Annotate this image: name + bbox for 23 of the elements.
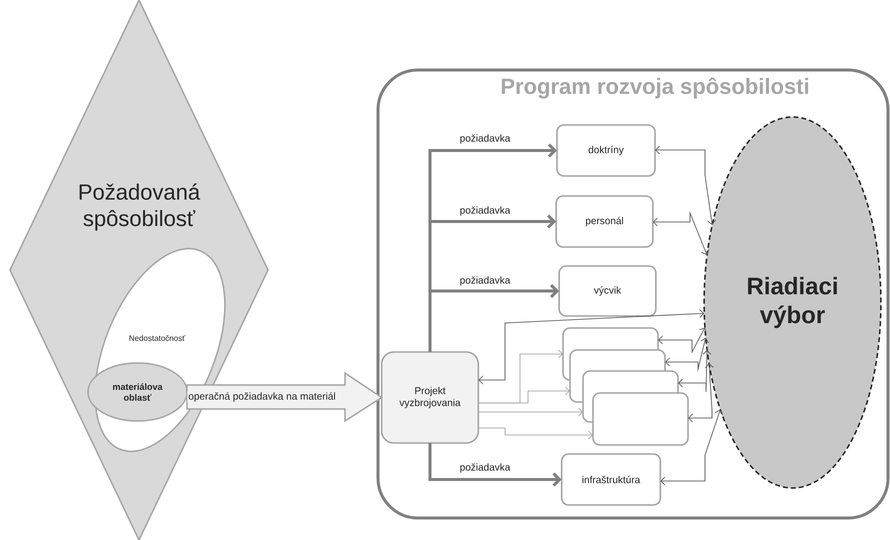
arrow: [478, 408, 584, 416]
process-box: Projekt vyzbrojovania: [380, 351, 480, 444]
arrow: [428, 284, 560, 352]
empty-box: [592, 392, 689, 446]
arrow: [478, 386, 570, 404]
double-arrow: [658, 328, 707, 354]
double-arrow: [688, 363, 714, 422]
arrow: [428, 443, 562, 487]
double-arrow: [660, 410, 724, 486]
edge-label: požiadavka: [458, 275, 512, 287]
double-arrow: [678, 350, 712, 392]
process-box: personál: [555, 195, 654, 248]
double-arrow: [665, 338, 709, 372]
arrow: [478, 428, 594, 440]
edge-label: požiadavka: [458, 133, 512, 145]
double-arrow: [652, 210, 710, 256]
edge-label: požiadavka: [458, 205, 512, 217]
process-box: výcvik: [558, 265, 657, 317]
process-box: infraštruktúra: [560, 453, 662, 506]
double-arrow: [655, 146, 716, 225]
edge-label: požiadavka: [458, 462, 512, 474]
process-box: doktríny: [556, 124, 656, 177]
edge-label: operačná požiadavka na materiál: [187, 391, 337, 403]
